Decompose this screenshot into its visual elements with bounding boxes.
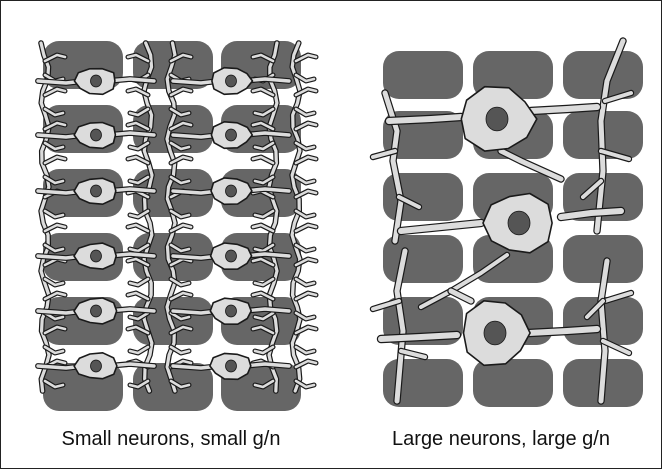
neuron-nucleus bbox=[486, 107, 508, 131]
right-panel bbox=[373, 41, 643, 407]
neuron-nucleus bbox=[226, 185, 237, 197]
neuron-nucleus bbox=[226, 250, 237, 262]
neurite bbox=[531, 107, 597, 111]
neuron-nucleus bbox=[226, 305, 237, 317]
neuron-nucleus bbox=[226, 75, 237, 87]
left-panel-caption: Small neurons, small g/n bbox=[21, 426, 321, 452]
neuron-nucleus bbox=[226, 129, 237, 141]
left-panel bbox=[38, 41, 316, 411]
neuron-nucleus bbox=[508, 211, 530, 235]
neuron-nucleus bbox=[91, 360, 102, 372]
neurite bbox=[389, 117, 461, 121]
neurite bbox=[401, 223, 481, 231]
neuron-nucleus bbox=[91, 250, 102, 262]
neurite bbox=[529, 329, 597, 333]
neuron-nucleus bbox=[226, 360, 237, 372]
right-panel-caption: Large neurons, large g/n bbox=[351, 426, 651, 452]
neurite bbox=[381, 335, 457, 339]
neuron-nucleus bbox=[91, 129, 102, 141]
neuron-nucleus bbox=[91, 185, 102, 197]
neuron-nucleus bbox=[484, 321, 506, 345]
tissue-block bbox=[383, 51, 463, 99]
neuron-nucleus bbox=[91, 305, 102, 317]
neuron-nucleus bbox=[91, 75, 102, 87]
tissue-block bbox=[473, 359, 553, 407]
